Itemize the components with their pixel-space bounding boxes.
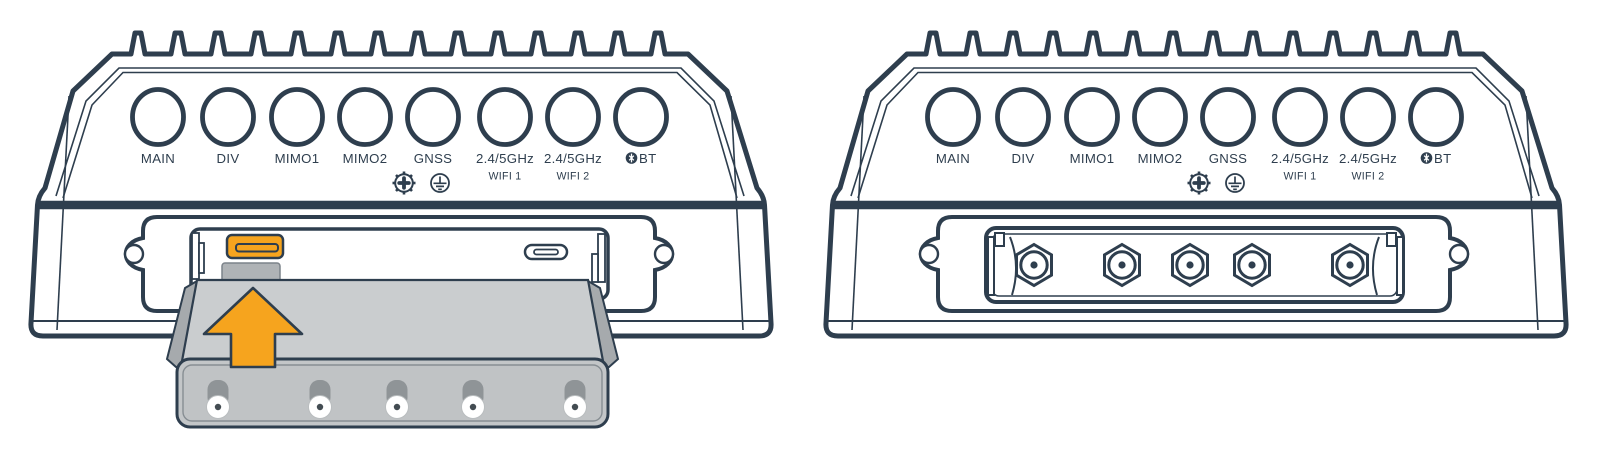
sma-connector	[1015, 242, 1053, 288]
sma-connector	[1233, 242, 1271, 288]
sma-connector	[1171, 242, 1209, 288]
port-label-wifi2: 2.4/5GHz	[1339, 151, 1397, 166]
port-sublabel-wifi2: WIFI 2	[1352, 171, 1385, 183]
port-label-wifi1: 2.4/5GHz	[476, 151, 534, 166]
insert-up-arrow	[202, 286, 304, 369]
port-label-wifi1: 2.4/5GHz	[1271, 151, 1329, 166]
port-label-mimo1: MIMO1	[275, 151, 320, 166]
sim-tab-slot	[235, 243, 279, 253]
port-sublabel-wifi2: WIFI 2	[557, 171, 590, 183]
installed-module-faceplate	[984, 226, 1405, 304]
sma-connector	[1331, 242, 1369, 288]
sim-eject-tab[interactable]	[225, 233, 285, 260]
port-label-bt: BT	[639, 151, 656, 166]
faceplate-right-latch	[1386, 232, 1404, 296]
port-label-div: DIV	[217, 151, 240, 166]
port-label-gnss: GNSS	[1209, 151, 1248, 166]
opening-right-latch	[591, 233, 606, 283]
faceplate-left-latch	[987, 232, 1005, 296]
right-pull-tab	[1372, 236, 1380, 296]
modem-module[interactable]	[165, 262, 620, 429]
port-label-mimo2: MIMO2	[343, 151, 388, 166]
port-label-main: MAIN	[141, 151, 175, 166]
sma-connector	[1103, 242, 1141, 288]
left-device: MAIN DIV MIMO1 MIMO2 GNSS 2.4/5GHz 2.4/5…	[31, 33, 771, 429]
right-device: MAIN DIV MIMO1 MIMO2 GNSS 2.4/5GHz 2.4/5…	[826, 33, 1566, 336]
port-sublabel-wifi1: WIFI 1	[1284, 171, 1317, 183]
port-label-gnss: GNSS	[414, 151, 453, 166]
port-sublabel-wifi1: WIFI 1	[489, 171, 522, 183]
port-label-div: DIV	[1012, 151, 1035, 166]
port-label-main: MAIN	[936, 151, 970, 166]
sma-connectors[interactable]	[1015, 242, 1369, 288]
usb-slot	[523, 243, 569, 261]
port-label-mimo2: MIMO2	[1138, 151, 1183, 166]
opening-left-latch	[191, 232, 205, 280]
port-label-bt: BT	[1434, 151, 1451, 166]
connector-tip	[206, 395, 587, 419]
port-label-mimo1: MIMO1	[1070, 151, 1115, 166]
port-label-wifi2: 2.4/5GHz	[544, 151, 602, 166]
module-antenna-connectors	[206, 380, 587, 419]
